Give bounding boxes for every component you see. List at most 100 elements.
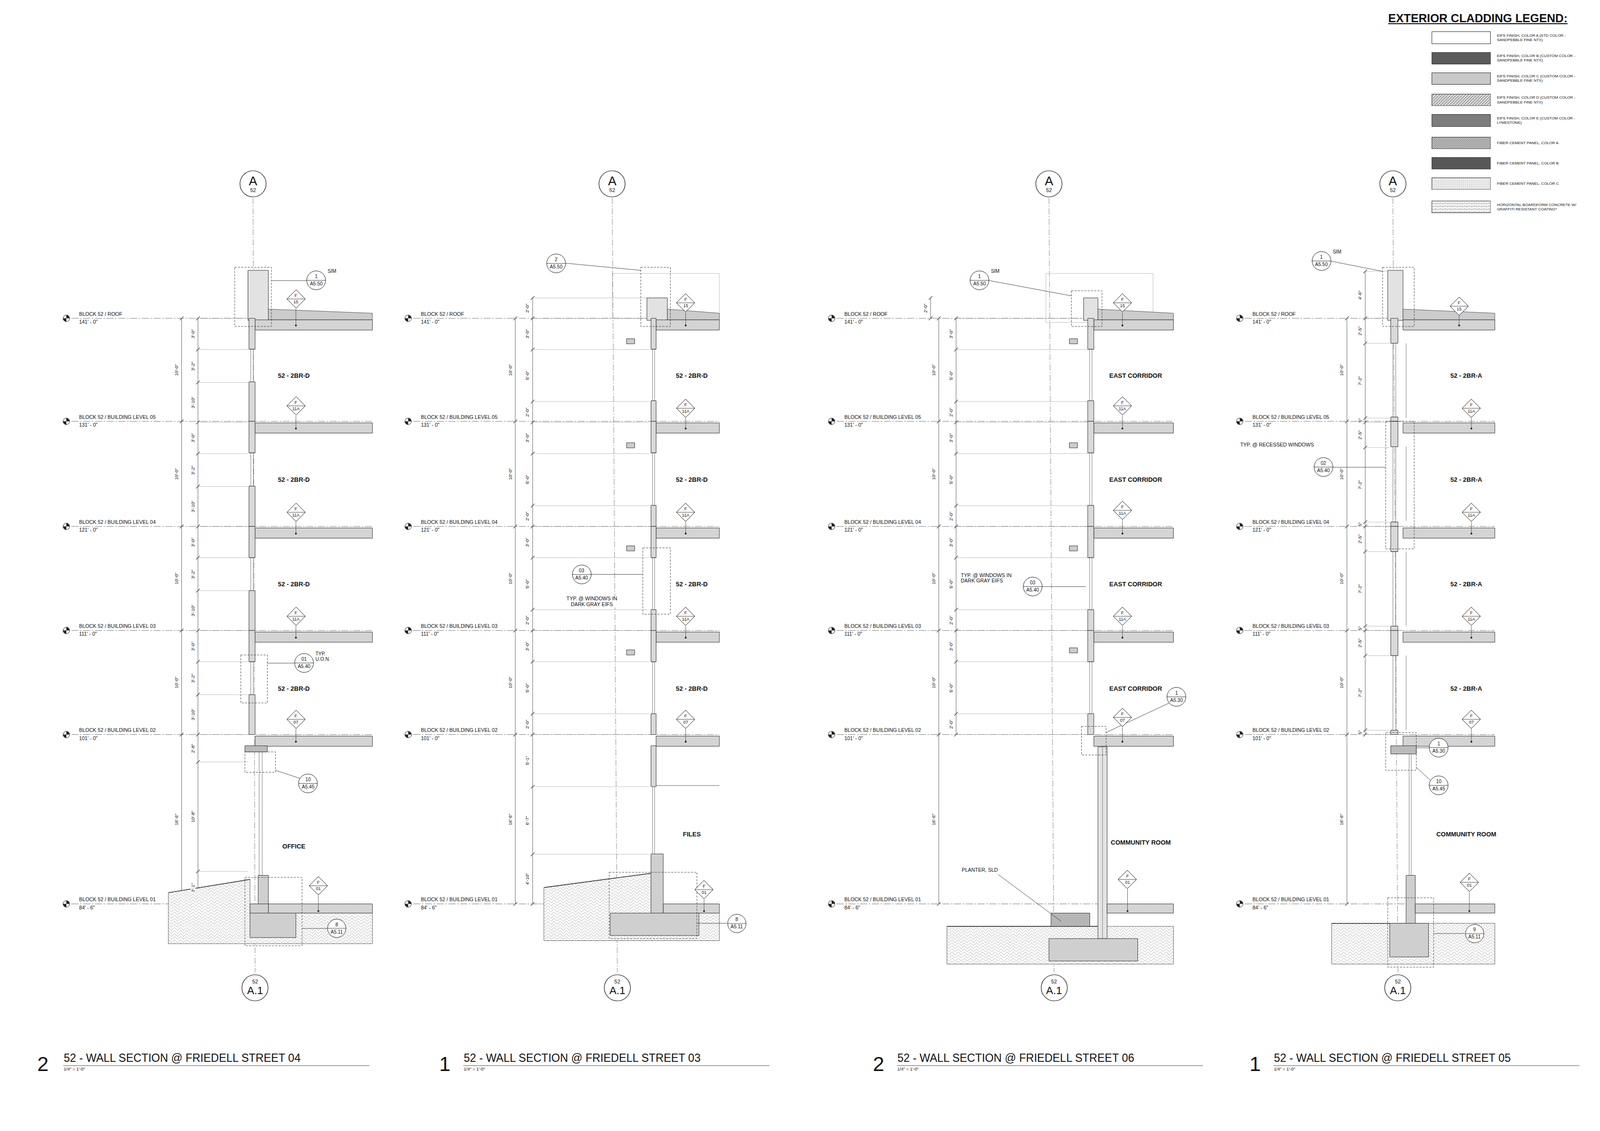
floor-slab bbox=[254, 422, 373, 434]
scale-note: 1/4" = 1'-0" bbox=[63, 1067, 86, 1073]
callout-number: 52 bbox=[1394, 979, 1401, 985]
callout-reference: 52 bbox=[1046, 187, 1052, 194]
callout-note: SIM bbox=[327, 268, 337, 274]
level-marker bbox=[1236, 627, 1243, 634]
window-sill bbox=[651, 557, 657, 558]
wall-cladding bbox=[651, 630, 657, 662]
wall-cladding bbox=[651, 400, 657, 422]
dimension-line bbox=[532, 298, 533, 905]
divider-line bbox=[1462, 718, 1481, 720]
section-callout: 03A5.40 bbox=[571, 564, 592, 585]
room-name: EAST CORRIDOR bbox=[1108, 476, 1163, 484]
detail-callout-box bbox=[1387, 897, 1434, 968]
level-line bbox=[836, 421, 1174, 422]
window-frame bbox=[1091, 557, 1093, 611]
window-sill bbox=[249, 452, 256, 454]
dimension: 3'-2" bbox=[190, 672, 195, 684]
level-marker bbox=[1236, 523, 1243, 530]
callout-number: 8 bbox=[335, 922, 339, 928]
finish-tag-diamond-outline bbox=[1461, 606, 1481, 627]
leader-line bbox=[275, 770, 300, 779]
level-name: BLOCK 52 / BUILDING LEVEL 02 bbox=[1252, 728, 1330, 734]
callout-reference: 11A bbox=[292, 406, 300, 412]
detail-callout-box bbox=[609, 872, 697, 939]
dimension: 7'-2" bbox=[1357, 479, 1363, 491]
dimension-tick bbox=[1345, 628, 1349, 633]
level-name: BLOCK 52 / BUILDING LEVEL 03 bbox=[420, 624, 498, 630]
callout-number: F bbox=[294, 293, 298, 299]
level-name: BLOCK 52 / BUILDING LEVEL 04 bbox=[843, 520, 922, 526]
level-marker bbox=[62, 418, 70, 425]
callout-number: F bbox=[1121, 297, 1124, 302]
vent bbox=[1069, 647, 1078, 654]
legend-swatch bbox=[1431, 136, 1491, 150]
extension-line bbox=[196, 422, 249, 423]
level-line bbox=[1244, 734, 1496, 735]
finish-tag-diamond-outline bbox=[1461, 709, 1481, 730]
detail-callout-box bbox=[234, 267, 272, 327]
tag-leader-dot bbox=[684, 636, 687, 639]
callout-reference: A5.11 bbox=[330, 929, 343, 935]
diamond-outline bbox=[286, 607, 306, 626]
grid-bubble: A52 bbox=[239, 170, 267, 198]
detail-callout-box bbox=[642, 548, 671, 615]
level-elevation: 84' - 6" bbox=[843, 905, 861, 912]
wall-cladding bbox=[1390, 417, 1399, 422]
level-marker bbox=[62, 731, 70, 738]
dimension: 3'-0" bbox=[524, 641, 530, 652]
wall-cladding bbox=[249, 694, 256, 735]
dimension-line bbox=[515, 318, 516, 905]
callout-reference: 15 bbox=[293, 299, 299, 305]
callout-reference: 11A bbox=[292, 617, 300, 622]
level-name: BLOCK 52 / ROOF bbox=[420, 311, 465, 318]
diamond-outline bbox=[1113, 293, 1132, 313]
finish-tag-diamond: F07 bbox=[675, 709, 696, 730]
diamond-outline bbox=[1113, 396, 1132, 416]
window-frame bbox=[1091, 452, 1093, 506]
detail-callout-box bbox=[1071, 290, 1102, 327]
divider-line bbox=[1312, 260, 1331, 262]
grid-line bbox=[612, 197, 618, 973]
diamond-outline bbox=[676, 399, 695, 418]
window-frame bbox=[1089, 557, 1090, 611]
callout-reference: A5.45 bbox=[1432, 786, 1446, 792]
level-elevation: 131' - 0" bbox=[78, 422, 98, 429]
extension-line bbox=[531, 713, 650, 715]
circle-outline bbox=[546, 254, 566, 273]
scale-note: 1/4" = 1'-0" bbox=[463, 1067, 486, 1073]
callout-number: F bbox=[684, 507, 688, 512]
callout-number: F bbox=[1469, 403, 1473, 408]
level-line bbox=[71, 630, 373, 631]
level-marker bbox=[62, 314, 70, 322]
dimension-tick bbox=[179, 419, 184, 424]
floor-slab bbox=[663, 904, 720, 914]
legend-text: EIFS FINISH, COLOR E (CUSTOM COLOR - LYM… bbox=[1496, 116, 1587, 125]
section-number: 1 bbox=[1248, 1053, 1261, 1076]
callout-number: F bbox=[316, 880, 320, 885]
wall-cladding bbox=[1087, 526, 1094, 558]
floor-slab bbox=[1106, 904, 1174, 914]
dimension: 2'-8" bbox=[190, 743, 195, 754]
leader-line bbox=[696, 923, 727, 924]
dimension: 10'-0" bbox=[507, 572, 513, 585]
floor-slab bbox=[1093, 527, 1174, 539]
finish-tag-diamond: F15 bbox=[675, 293, 696, 313]
circle-outline bbox=[1465, 924, 1484, 943]
section-callout-outline bbox=[1428, 737, 1449, 758]
floor-slab bbox=[1403, 632, 1496, 643]
finish-tag-diamond: F15 bbox=[1112, 293, 1133, 313]
wall-cladding bbox=[1390, 630, 1399, 656]
extension-line bbox=[954, 505, 1088, 507]
level-name: BLOCK 52 / BUILDING LEVEL 04 bbox=[420, 520, 498, 526]
level-elevation: 121' - 0" bbox=[420, 527, 440, 534]
divider-line bbox=[1429, 785, 1449, 786]
level-marker bbox=[1236, 418, 1243, 425]
divider-line bbox=[286, 405, 306, 407]
divider-line bbox=[1460, 882, 1479, 883]
dimension: 10'-0" bbox=[931, 572, 937, 585]
level-marker bbox=[62, 627, 70, 634]
divider-line bbox=[327, 928, 346, 929]
dimension-tick bbox=[513, 524, 518, 529]
legend-text: FIBER CEMENT PANEL, COLOR A bbox=[1496, 140, 1587, 146]
dimension: 10'-0" bbox=[174, 676, 180, 689]
